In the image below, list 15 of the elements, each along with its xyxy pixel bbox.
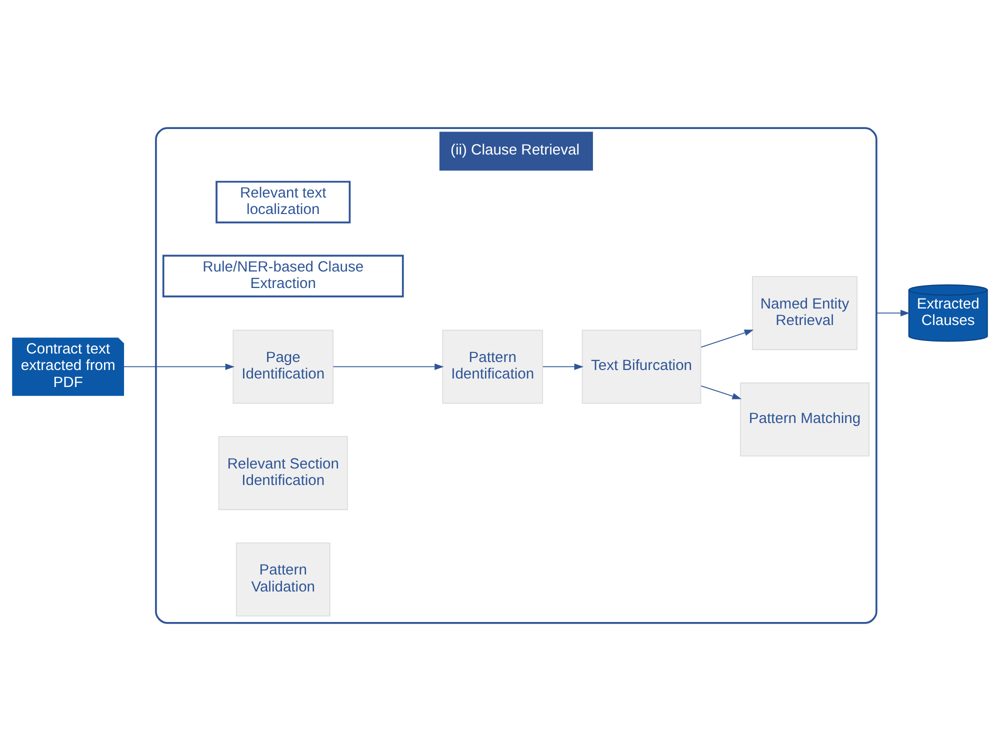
arrow [876,309,910,316]
node-box: Relevant text localization [216,180,351,223]
node-box: Pattern Identification [442,329,543,404]
arrow [700,329,754,348]
node-box: Relevant Section Identification [218,436,348,510]
node-box: Page Identification [232,329,334,404]
arrow [542,362,584,370]
arrow [700,384,742,399]
arrow [123,362,235,370]
node-box: Pattern Matching [740,382,870,456]
node-box: Pattern Validation [236,542,330,616]
node-box: Text Bifurcation [582,329,702,404]
arrow [332,362,444,370]
node-box: Rule/NER-based Clause Extraction [162,254,404,297]
node-box: Named Entity Retrieval [752,276,858,350]
